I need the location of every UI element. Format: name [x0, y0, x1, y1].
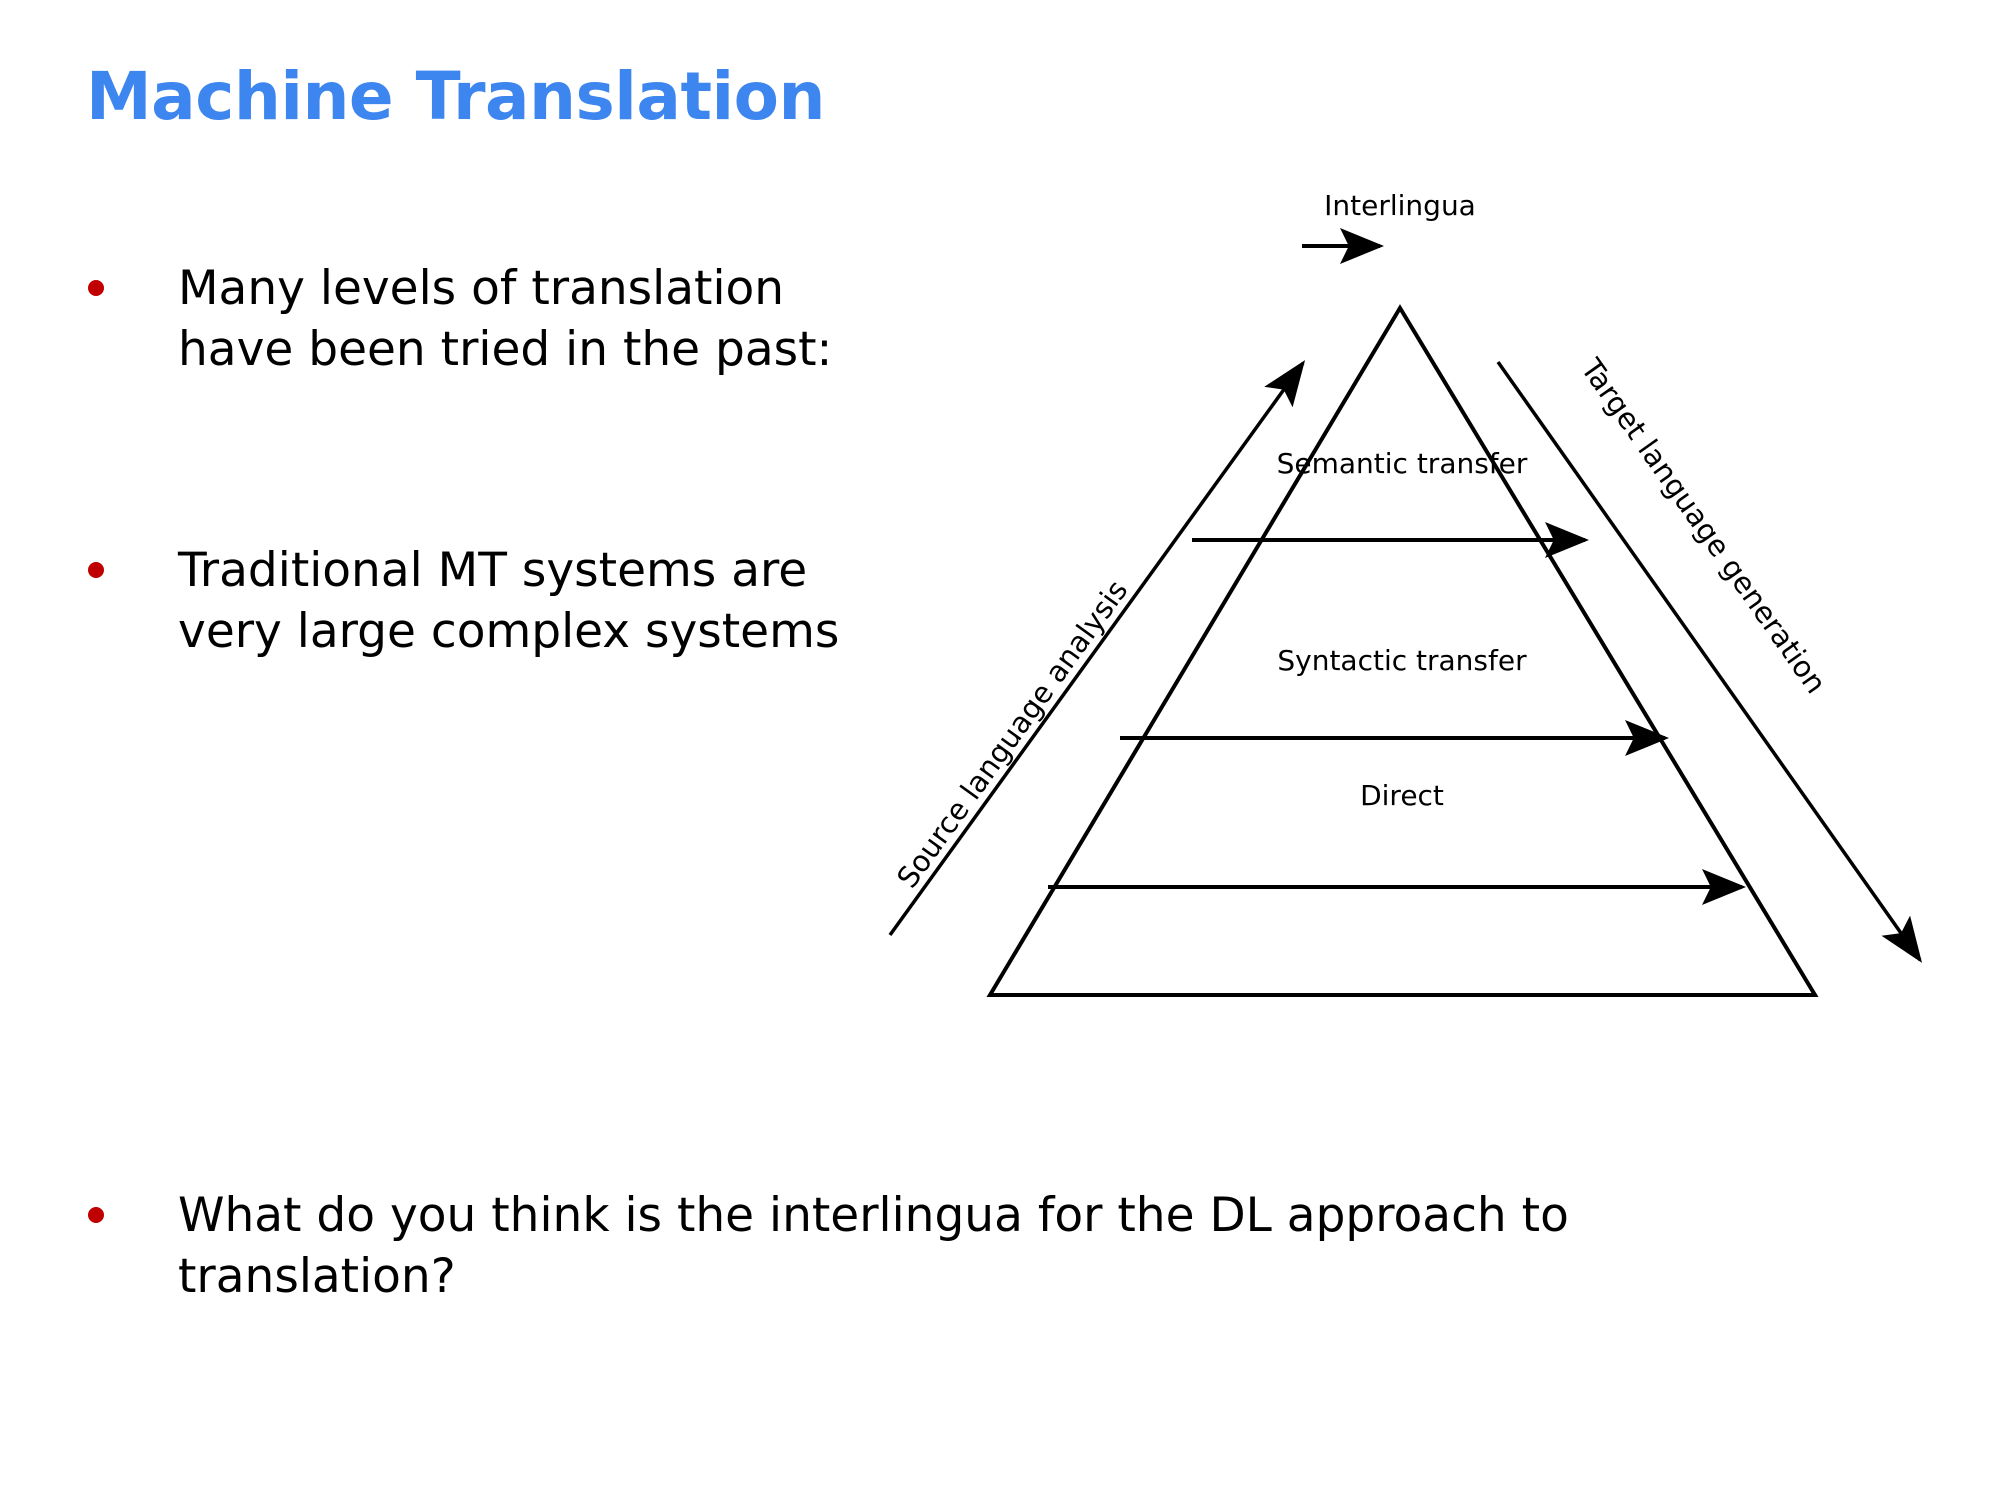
bullet-dot-icon: [88, 1207, 104, 1223]
bullet-item: What do you think is the interlingua for…: [88, 1185, 1888, 1307]
direct-label: Direct: [1360, 779, 1444, 812]
bullet-item: Many levels of translation have been tri…: [88, 258, 1008, 380]
page-title: Machine Translation: [86, 58, 825, 135]
bullet-item: Traditional MT systems are very large co…: [88, 540, 1028, 662]
source-language-analysis-label: Source language analysis: [890, 574, 1134, 894]
vauquois-triangle-diagram: Interlingua Source language analysis Tar…: [880, 190, 1960, 1050]
source-language-analysis-arrow: [888, 360, 1306, 937]
bullet-text: Many levels of translation have been tri…: [178, 261, 833, 378]
syntactic-transfer-label: Syntactic transfer: [1277, 644, 1527, 677]
bullet-text: Traditional MT systems are very large co…: [178, 543, 840, 660]
semantic-transfer-label: Semantic transfer: [1277, 447, 1528, 480]
bullet-dot-icon: [88, 280, 104, 296]
interlingua-label: Interlingua: [1324, 190, 1476, 222]
triangle-outline: [986, 304, 1819, 997]
bullet-dot-icon: [88, 562, 104, 578]
bullet-text: What do you think is the interlingua for…: [178, 1188, 1569, 1305]
target-language-generation-arrow: [1496, 360, 1923, 963]
